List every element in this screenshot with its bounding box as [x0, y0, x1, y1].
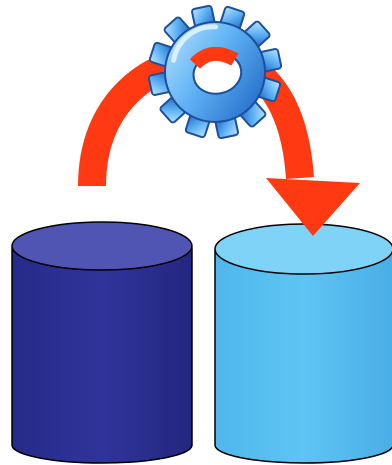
target-database-body	[215, 250, 392, 463]
target-database-top	[215, 224, 392, 274]
target-database-icon	[215, 224, 392, 463]
source-database-top	[12, 222, 192, 270]
source-database-body	[12, 248, 192, 463]
source-database-icon	[12, 222, 192, 463]
